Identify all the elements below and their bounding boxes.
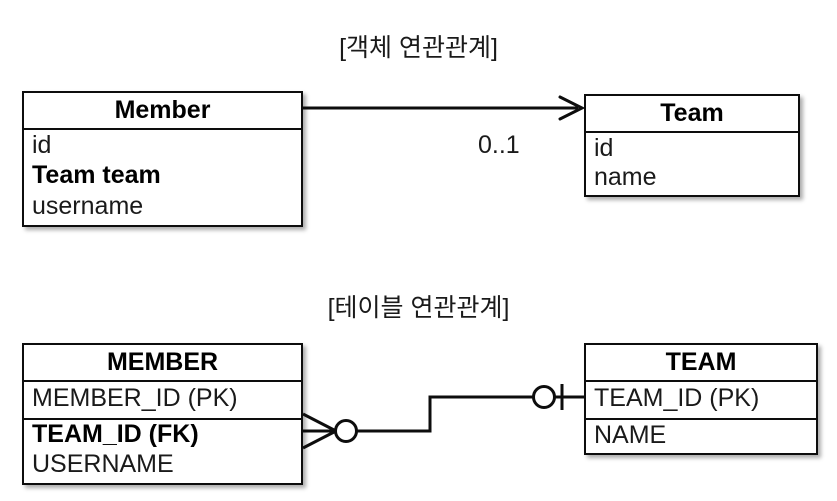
field-member-id: id xyxy=(32,131,52,159)
class-box-member-fields: id Team team username xyxy=(24,130,301,224)
class-box-member[interactable]: Member id Team team username xyxy=(22,91,303,227)
table-box-member[interactable]: MEMBER MEMBER_ID (PK) TEAM_ID (FK) USERN… xyxy=(22,343,303,485)
table-box-team-header: TEAM xyxy=(586,345,816,382)
column-member-username: USERNAME xyxy=(32,450,174,478)
table-box-member-header: MEMBER xyxy=(24,345,301,382)
crows-foot-upper xyxy=(302,412,337,433)
crows-foot-icon xyxy=(302,412,337,450)
class-box-member-header: Member xyxy=(24,93,301,130)
column-team-name: NAME xyxy=(594,420,667,449)
field-member-team: Team team xyxy=(32,161,161,190)
object-diagram-title: [객체 연관관계] xyxy=(339,34,498,62)
class-box-team[interactable]: Team id name xyxy=(584,94,800,197)
table-diagram-title: [테이블 연관관계] xyxy=(327,294,510,322)
field-team-id: id xyxy=(594,133,614,162)
field-member-username: username xyxy=(32,191,144,220)
table-box-team-columns: NAME xyxy=(586,420,816,453)
table-box-team-key-compartment: TEAM_ID (PK) xyxy=(586,382,816,420)
cardinality-zero-circle-team xyxy=(532,385,556,409)
association-member-to-team xyxy=(303,95,586,121)
table-box-member-columns: TEAM_ID (FK) USERNAME xyxy=(24,420,301,482)
class-box-team-header: Team xyxy=(586,96,798,133)
crows-foot-lower xyxy=(302,429,337,450)
field-team-name: name xyxy=(594,162,657,191)
class-box-team-fields: id name xyxy=(586,133,798,194)
column-member-id-pk: MEMBER_ID (PK) xyxy=(32,383,238,412)
relationship-member-to-team xyxy=(302,384,584,450)
relationship-line xyxy=(356,395,534,433)
column-team-id-fk: TEAM_ID (FK) xyxy=(32,420,199,448)
table-box-member-key-compartment: MEMBER_ID (PK) xyxy=(24,382,301,420)
open-arrowhead-icon xyxy=(558,95,586,121)
multiplicity-label-0-1: 0..1 xyxy=(478,131,520,159)
column-team-id-pk: TEAM_ID (PK) xyxy=(594,383,760,412)
cardinality-zero-circle-member xyxy=(334,419,358,443)
table-box-team[interactable]: TEAM TEAM_ID (PK) NAME xyxy=(584,343,818,455)
